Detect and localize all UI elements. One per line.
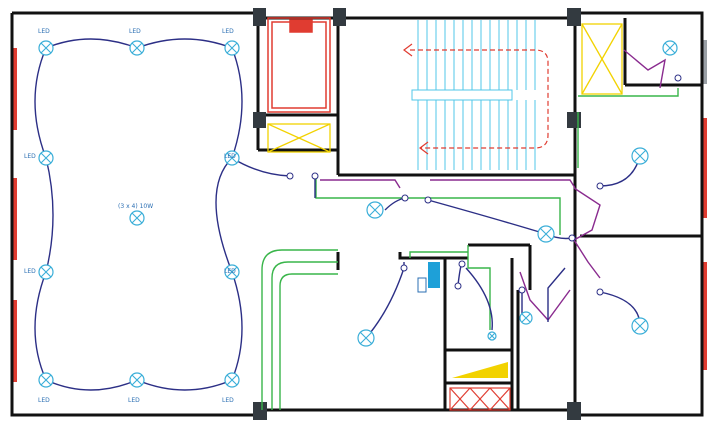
windows [12, 40, 707, 382]
green-cables [261, 88, 679, 410]
lamp-icon [38, 372, 54, 388]
column [253, 112, 266, 128]
lamp-icon [366, 201, 384, 219]
elevator [267, 17, 331, 113]
led-label: LED [224, 153, 236, 160]
labels: LED LED LED LED LED LED LED LED LED LED … [24, 28, 236, 404]
lamp-icon [487, 331, 497, 341]
column [253, 402, 267, 420]
led-label: LED [222, 397, 234, 404]
window-right-1 [702, 118, 707, 218]
column [333, 8, 346, 26]
lamp-icon [38, 40, 54, 56]
lamp-icon [662, 40, 678, 56]
purple-cables [320, 49, 666, 322]
fixtures [417, 262, 511, 411]
column [567, 8, 581, 26]
window-right-2 [702, 262, 707, 370]
lamp-icon [519, 311, 533, 325]
window-left-3 [12, 300, 17, 382]
led-label: LED [128, 397, 140, 404]
led-label: LED [24, 268, 36, 275]
lamp-icon [224, 40, 240, 56]
lamp-icon [537, 225, 555, 243]
column [567, 112, 581, 128]
window-left-2 [12, 178, 17, 260]
lamp-icon [129, 40, 145, 56]
shafts [267, 23, 623, 153]
stairs [403, 20, 549, 170]
led-label: LED [129, 28, 141, 35]
led-label: LED [38, 28, 50, 35]
columns [253, 8, 581, 420]
column [253, 8, 266, 26]
lamp-icon [129, 372, 145, 388]
lamp-icon [357, 329, 375, 347]
led-label: LED [24, 153, 36, 160]
lamp-icon [38, 264, 54, 280]
column [567, 402, 581, 420]
led-label: LED [224, 268, 236, 275]
lamp-icon [38, 150, 54, 166]
switches [286, 74, 682, 296]
circuit-label: (3 x 4) 10W [118, 203, 153, 210]
window-left-1 [12, 48, 17, 130]
walls [10, 11, 704, 417]
led-label: LED [222, 28, 234, 35]
lamp-icon [631, 147, 649, 165]
outer-wall [10, 11, 704, 417]
lamps [38, 40, 678, 388]
window-right-gray [702, 40, 707, 84]
lamp-icon [631, 317, 649, 335]
lamp-icon [129, 210, 145, 226]
led-label: LED [38, 397, 50, 404]
lamp-icon [224, 264, 240, 280]
lamp-icon [224, 150, 240, 166]
lamp-icon [224, 372, 240, 388]
